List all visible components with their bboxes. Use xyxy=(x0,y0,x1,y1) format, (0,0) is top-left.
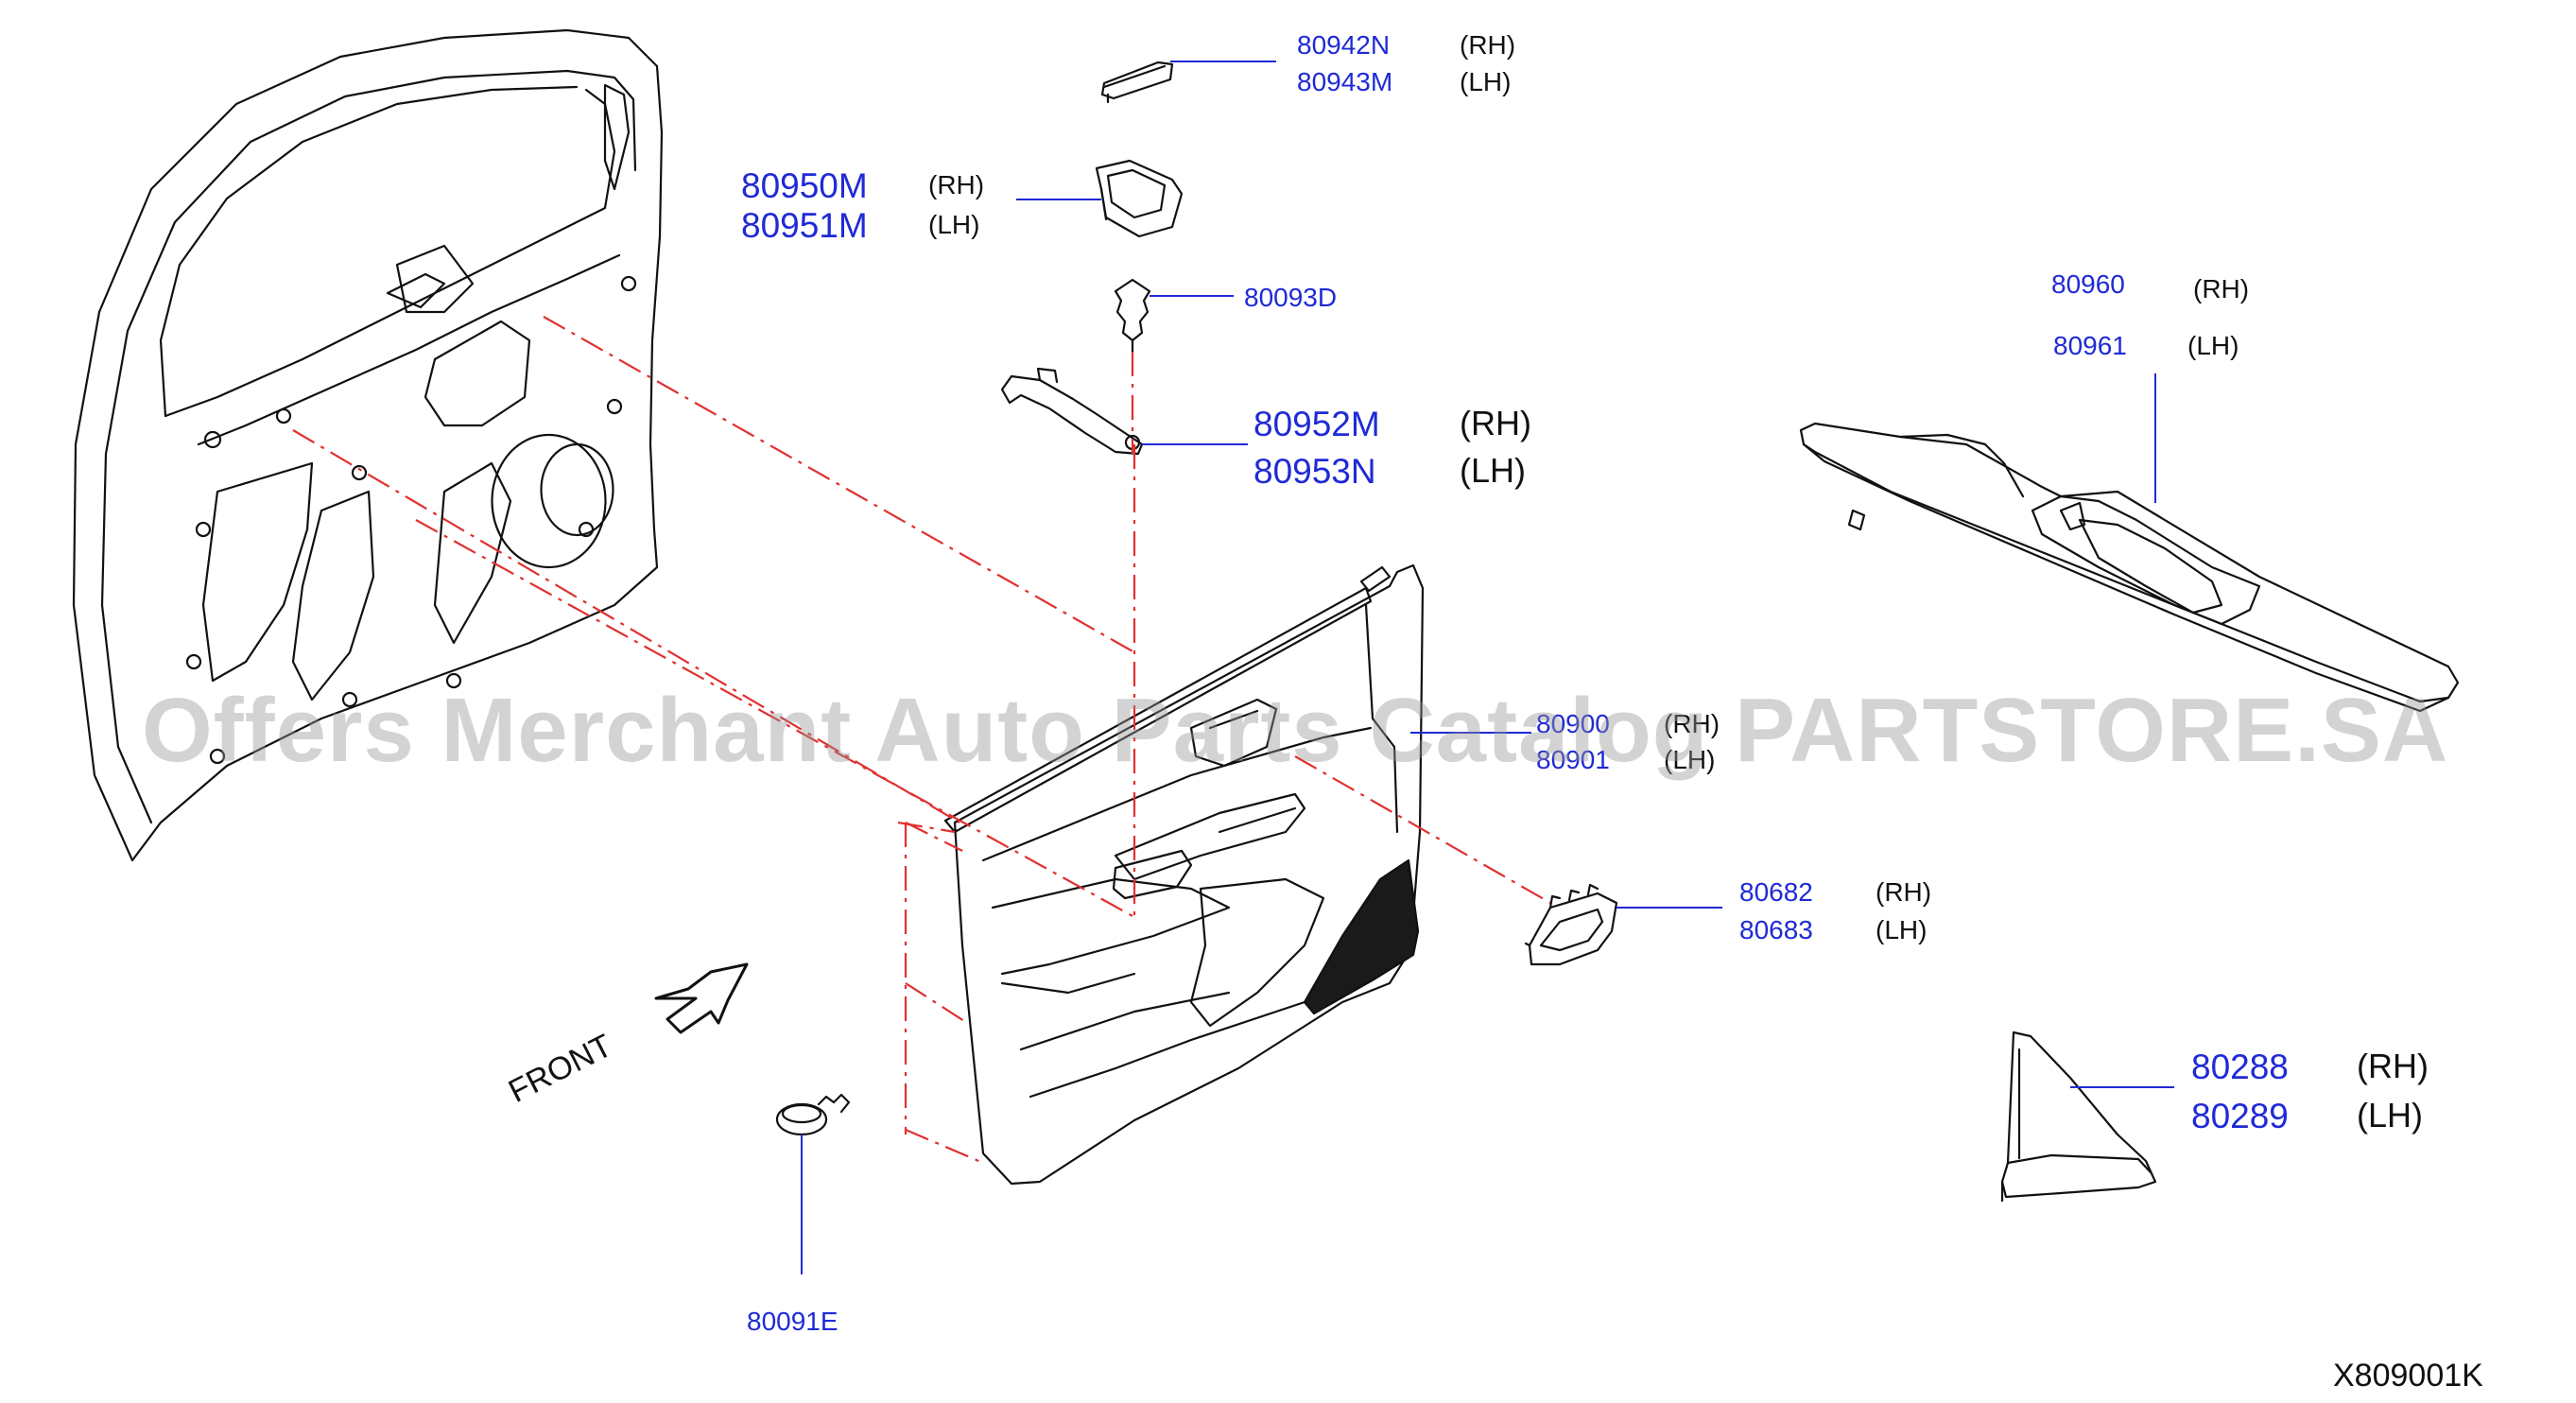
door-trim-panel xyxy=(943,563,1425,1186)
part-number-80682: 80682 xyxy=(1739,877,1813,907)
part-number-80943M: 80943M xyxy=(1297,67,1393,96)
diagram-code: X809001K xyxy=(2333,1358,2483,1394)
part-number-80288: 80288 xyxy=(2191,1048,2289,1086)
pull-handle-part xyxy=(1095,159,1184,238)
front-arrow-icon xyxy=(654,962,749,1034)
part-number-80683: 80683 xyxy=(1739,915,1813,944)
part-number-80942N: 80942N xyxy=(1297,30,1391,60)
side-label-lh: (LH) xyxy=(1876,915,1928,944)
side-label-rh: (RH) xyxy=(1460,30,1516,60)
part-number-80960: 80960 xyxy=(2051,269,2125,299)
escutcheon-part xyxy=(1524,883,1618,966)
door-inner-panel xyxy=(72,28,664,862)
side-label-lh: (LH) xyxy=(2187,331,2239,360)
part-number-80951M: 80951M xyxy=(741,206,868,245)
callout-lines xyxy=(801,61,2174,1274)
side-label-lh: (LH) xyxy=(928,210,980,239)
side-label-rh: (RH) xyxy=(1460,404,1531,442)
side-label-rh: (RH) xyxy=(2193,274,2250,303)
part-number-80091E: 80091E xyxy=(747,1307,838,1336)
side-label-lh: (LH) xyxy=(1460,451,1526,490)
part-number-80900: 80900 xyxy=(1536,709,1610,738)
bracket-part xyxy=(1000,367,1144,456)
grommet-part xyxy=(775,1093,851,1136)
part-number-80953N: 80953N xyxy=(1253,452,1376,491)
corner-cover-part xyxy=(2000,1031,2157,1203)
side-label-rh: (RH) xyxy=(1876,877,1932,907)
armrest-cover-part xyxy=(1100,61,1174,104)
side-label-rh: (RH) xyxy=(928,170,985,199)
side-label-lh: (LH) xyxy=(2357,1096,2423,1135)
side-label-lh: (LH) xyxy=(1460,67,1512,96)
switch-finisher-part xyxy=(1799,422,2460,713)
side-label-rh: (RH) xyxy=(1664,709,1720,738)
part-number-80093D: 80093D xyxy=(1244,283,1338,312)
part-number-80901: 80901 xyxy=(1536,745,1610,774)
side-label-lh: (LH) xyxy=(1664,745,1716,774)
side-label-rh: (RH) xyxy=(2357,1047,2429,1085)
watermark: Offers Merchant Auto Parts Catalog PARTS… xyxy=(142,680,2449,781)
part-number-80950M: 80950M xyxy=(741,166,868,205)
assembly-guide-lines xyxy=(292,316,1551,1165)
clip-part xyxy=(1114,278,1151,354)
part-number-80961: 80961 xyxy=(2053,331,2127,360)
part-number-80289: 80289 xyxy=(2191,1097,2289,1135)
part-number-80952M: 80952M xyxy=(1253,405,1380,443)
